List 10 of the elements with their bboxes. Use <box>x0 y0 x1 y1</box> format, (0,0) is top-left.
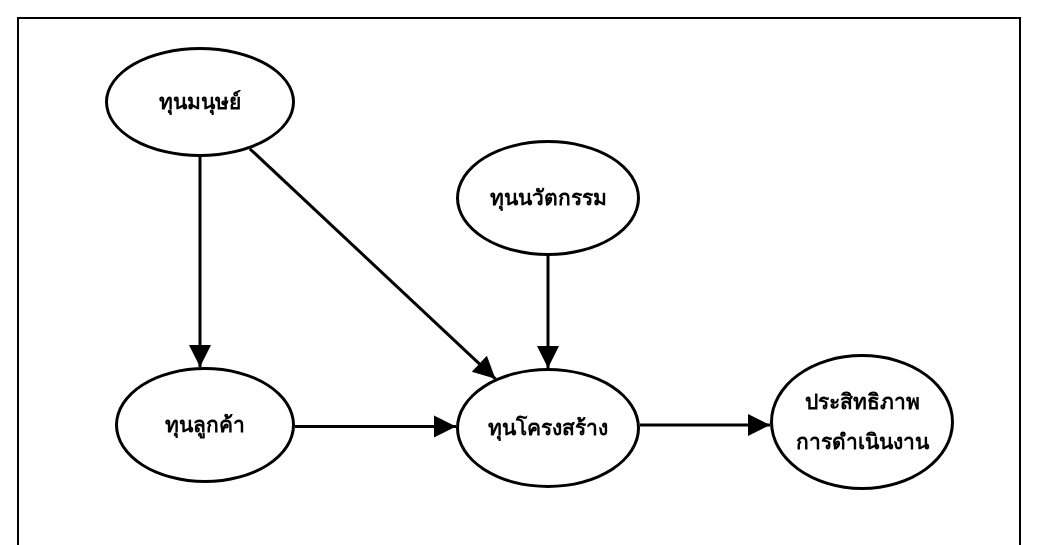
node-label: ทุนนวัตกรรม <box>489 184 607 213</box>
node-label: ทุนมนุษย์ <box>159 88 241 117</box>
node-label: ประสิทธิภาพการดำเนินงาน <box>794 388 930 456</box>
arrow <box>248 147 497 380</box>
arrow <box>189 157 211 367</box>
arrow <box>640 414 770 436</box>
arrow <box>295 415 456 438</box>
arrow <box>537 256 559 368</box>
node-label: ทุนโครงสร้าง <box>488 414 608 443</box>
node-label: ทุนลูกค้า <box>165 411 245 441</box>
